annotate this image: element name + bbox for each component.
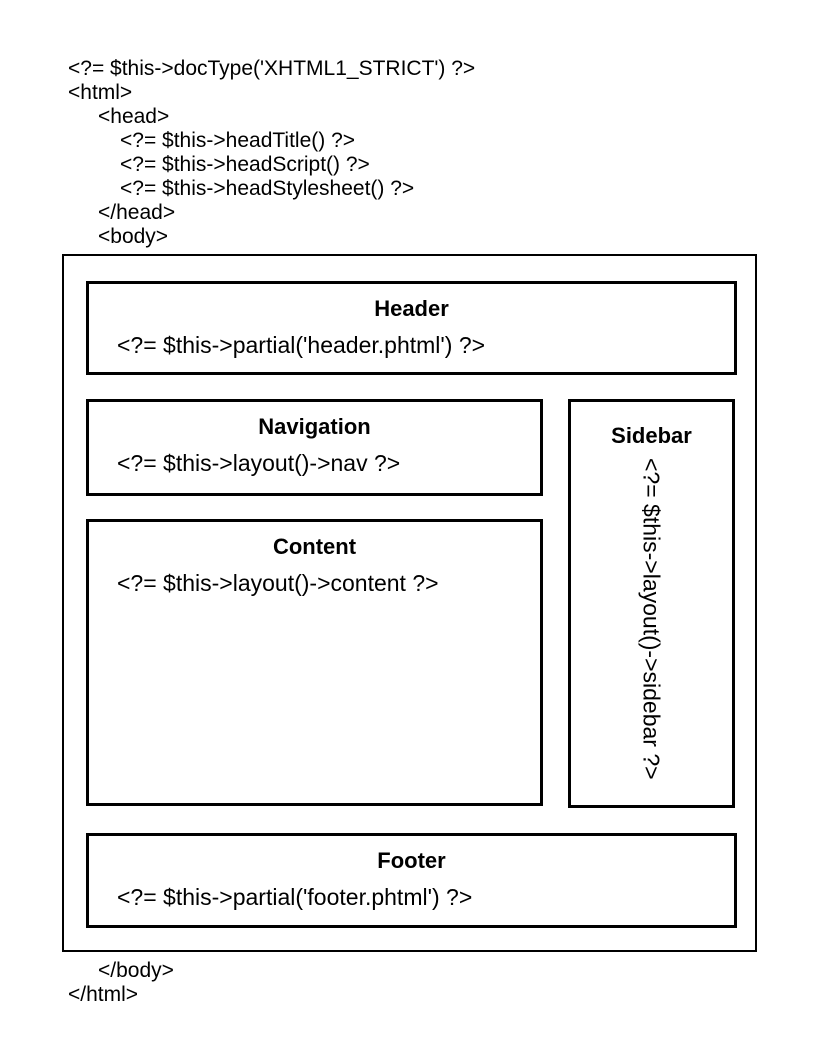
footer-title: Footer [377, 848, 446, 873]
content-code: <?= $this->layout()->content ?> [117, 570, 439, 596]
layout-body-box: Header <?= $this->partial('header.phtml'… [62, 254, 757, 952]
code-line-body-open: <body> [98, 225, 169, 248]
sidebar-code: <?= $this->layout()->sidebar ?> [638, 458, 665, 780]
code-line-html-close: </html> [68, 983, 139, 1006]
code-line-html-open: <html> [68, 81, 133, 104]
footer-box: Footer <?= $this->partial('footer.phtml'… [86, 833, 737, 928]
sidebar-title: Sidebar [611, 423, 692, 448]
footer-code: <?= $this->partial('footer.phtml') ?> [117, 884, 473, 910]
code-line-head-stylesheet: <?= $this->headStylesheet() ?> [120, 177, 415, 200]
code-line-head-close: </head> [98, 201, 176, 224]
header-title: Header [374, 296, 449, 321]
top-code-block: <?= $this->docType('XHTML1_STRICT') ?> <… [68, 57, 475, 249]
code-line-body-close: </body> [98, 959, 174, 982]
content-title: Content [272, 534, 357, 559]
sidebar-box: Sidebar <?= $this->layout()->sidebar ?> [568, 399, 735, 808]
bottom-code-block: </body> </html> [68, 959, 174, 1007]
code-line-head-open: <head> [98, 105, 170, 128]
navigation-code: <?= $this->layout()->nav ?> [117, 450, 401, 476]
content-box: Content <?= $this->layout()->content ?> [86, 519, 543, 806]
navigation-box: Navigation <?= $this->layout()->nav ?> [86, 399, 543, 496]
code-line-head-title: <?= $this->headTitle() ?> [120, 129, 356, 152]
navigation-title: Navigation [258, 414, 371, 439]
header-code: <?= $this->partial('header.phtml') ?> [117, 332, 486, 358]
header-box: Header <?= $this->partial('header.phtml'… [86, 281, 737, 375]
code-line-head-script: <?= $this->headScript() ?> [120, 153, 370, 176]
code-line-doctype: <?= $this->docType('XHTML1_STRICT') ?> [68, 57, 476, 80]
